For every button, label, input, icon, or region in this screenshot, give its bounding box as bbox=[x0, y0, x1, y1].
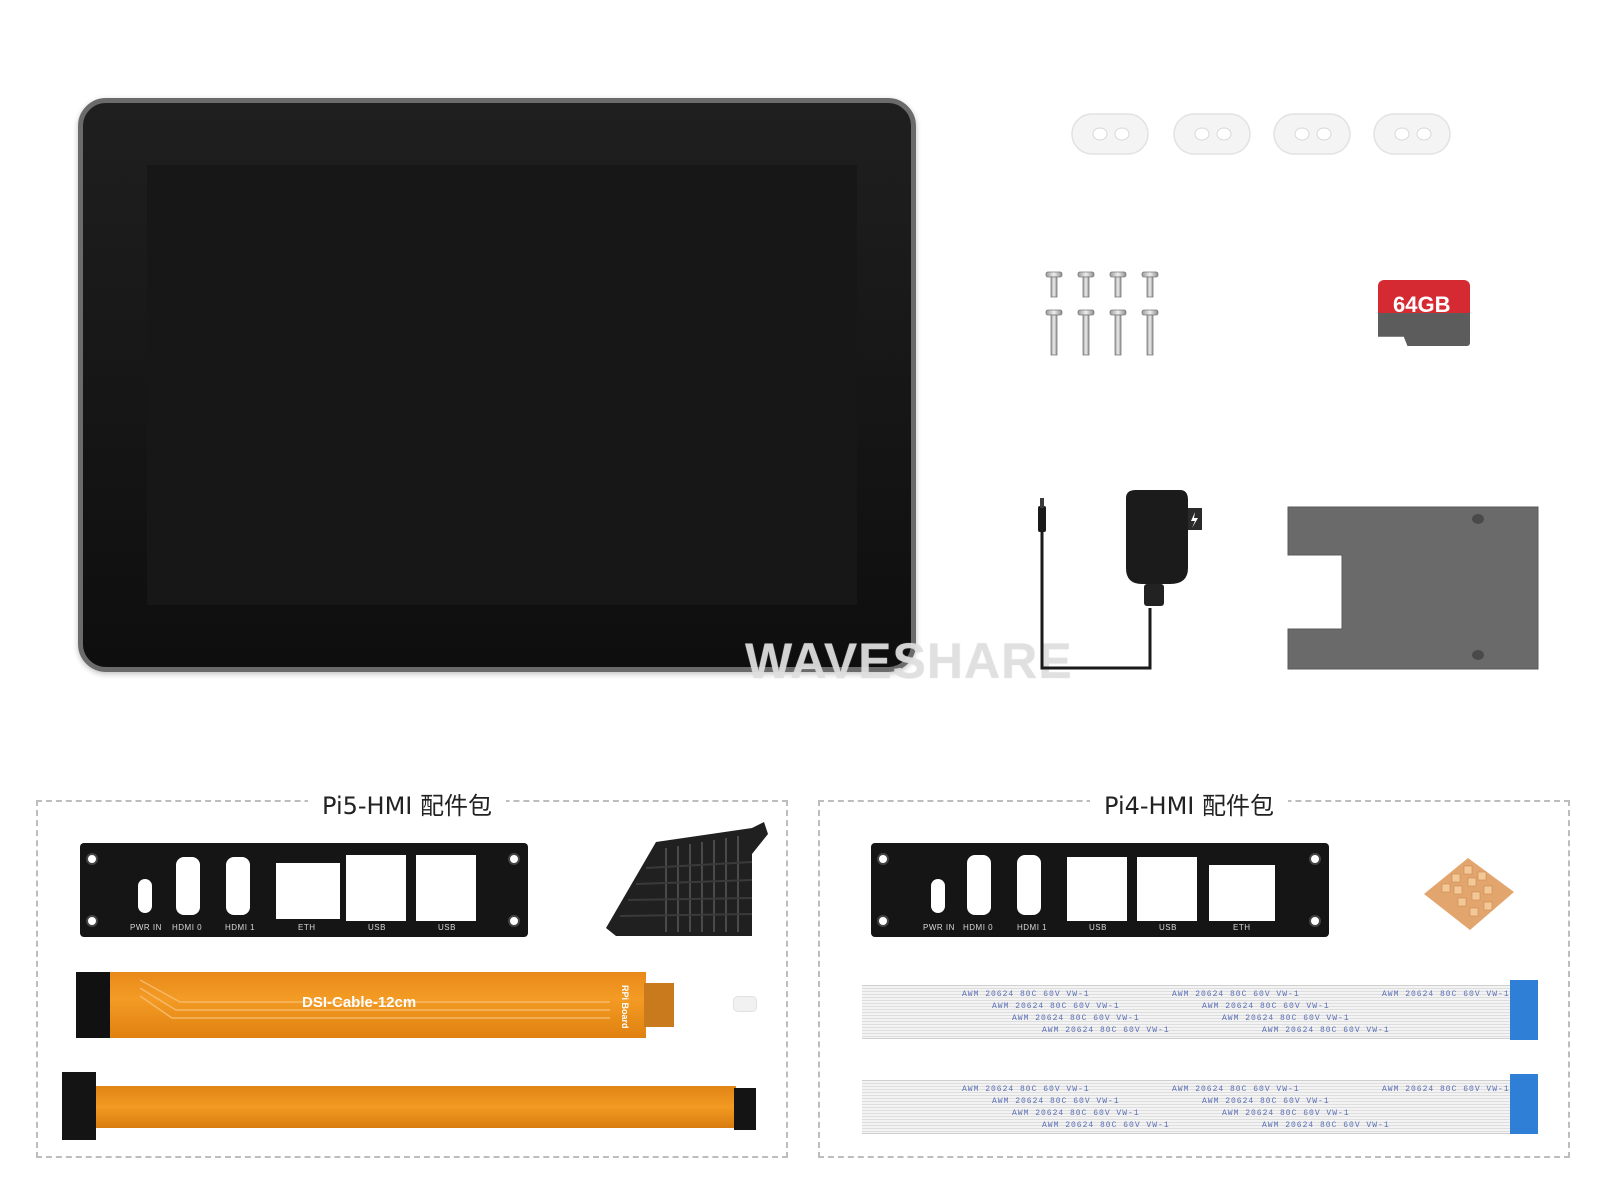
eth-port bbox=[1209, 865, 1275, 921]
port-label: HDMI 0 bbox=[172, 923, 203, 932]
port-label: PWR IN bbox=[130, 923, 162, 932]
ffc-ribbon-1: AWM 20624 80C 60V VW-1 AWM 20624 80C 60V… bbox=[862, 985, 1534, 1039]
ribbon-print: AWM 20624 80C 60V VW-1 bbox=[992, 1002, 1120, 1011]
thermal-pad bbox=[733, 996, 757, 1012]
ffc-ribbon-2-stiffener bbox=[1510, 1074, 1538, 1134]
dsi-cable-label: DSI-Cable-12cm bbox=[302, 994, 417, 1011]
usb-port-a bbox=[346, 855, 406, 921]
port-label: USB bbox=[438, 923, 456, 932]
copper-heatsink bbox=[1424, 858, 1514, 930]
pi5-kit-title: Pi5-HMI 配件包 bbox=[308, 786, 507, 821]
port-label: ETH bbox=[1233, 923, 1251, 932]
pwr-in-port bbox=[931, 879, 945, 913]
back-cover-plate bbox=[1287, 506, 1539, 670]
port-label: ETH bbox=[298, 923, 316, 932]
ribbon-print: AWM 20624 80C 60V VW-1 bbox=[1042, 1026, 1170, 1035]
hdmi0-port bbox=[967, 855, 991, 915]
ribbon-print: AWM 20624 80C 60V VW-1 bbox=[1262, 1121, 1390, 1130]
usb-port-a bbox=[1067, 857, 1127, 921]
rpi-board-label: RPi Board bbox=[620, 985, 630, 1029]
port-label: HDMI 0 bbox=[963, 923, 994, 932]
ribbon-print: AWM 20624 80C 60V VW-1 bbox=[1382, 990, 1510, 999]
ribbon-print: AWM 20624 80C 60V VW-1 bbox=[1172, 1085, 1300, 1094]
fpc-cable bbox=[96, 1086, 736, 1128]
touch-display bbox=[78, 98, 916, 672]
silicone-washers bbox=[1071, 113, 1451, 155]
ribbon-print: AWM 20624 80C 60V VW-1 bbox=[1202, 1002, 1330, 1011]
fpc-cable-connector-left bbox=[62, 1072, 96, 1140]
pi4-kit-title: Pi4-HMI 配件包 bbox=[1090, 786, 1289, 821]
ribbon-print: AWM 20624 80C 60V VW-1 bbox=[962, 990, 1090, 999]
sd-card-capacity: 64GB bbox=[1393, 292, 1451, 317]
dsi-cable-connector-left bbox=[76, 972, 110, 1038]
port-label: USB bbox=[1089, 923, 1107, 932]
port-label: HDMI 1 bbox=[225, 923, 256, 932]
hdmi1-port bbox=[1017, 855, 1041, 915]
dsi-cable-12cm bbox=[110, 972, 646, 1038]
usb-port-b bbox=[1137, 857, 1197, 921]
washer-1 bbox=[1071, 113, 1149, 155]
dsi-cable-connector-right bbox=[644, 983, 674, 1027]
hdmi1-port bbox=[226, 857, 250, 915]
active-cooler-heatsink bbox=[606, 822, 768, 936]
ribbon-print: AWM 20624 80C 60V VW-1 bbox=[1262, 1026, 1390, 1035]
power-adapter bbox=[1038, 490, 1202, 670]
pi4-bracket-plate: PWR IN HDMI 0 HDMI 1 USB USB ETH bbox=[871, 843, 1329, 937]
watermark: WAVESHARE bbox=[745, 633, 1073, 689]
port-label: USB bbox=[1159, 923, 1177, 932]
screws bbox=[1045, 271, 1159, 356]
ribbon-print: AWM 20624 80C 60V VW-1 bbox=[1012, 1014, 1140, 1023]
usb-port-b bbox=[416, 855, 476, 921]
ribbon-print: AWM 20624 80C 60V VW-1 bbox=[1222, 1014, 1350, 1023]
dsi-traces bbox=[139, 979, 610, 1019]
port-label: HDMI 1 bbox=[1017, 923, 1048, 932]
lightning-icon bbox=[1191, 512, 1198, 528]
ffc-ribbon-1-stiffener bbox=[1510, 980, 1538, 1040]
ribbon-print: AWM 20624 80C 60V VW-1 bbox=[962, 1085, 1090, 1094]
port-label: PWR IN bbox=[923, 923, 955, 932]
micro-sd-card bbox=[1378, 280, 1470, 346]
ribbon-print: AWM 20624 80C 60V VW-1 bbox=[1202, 1097, 1330, 1106]
ribbon-print: AWM 20624 80C 60V VW-1 bbox=[1172, 990, 1300, 999]
ribbon-print: AWM 20624 80C 60V VW-1 bbox=[1042, 1121, 1170, 1130]
ffc-ribbon-2: AWM 20624 80C 60V VW-1 AWM 20624 80C 60V… bbox=[862, 1080, 1534, 1134]
pwr-in-port bbox=[138, 879, 152, 913]
washer-3 bbox=[1273, 113, 1351, 155]
eth-port bbox=[276, 863, 340, 919]
washer-4 bbox=[1373, 113, 1451, 155]
ribbon-print: AWM 20624 80C 60V VW-1 bbox=[1222, 1109, 1350, 1118]
ribbon-print: AWM 20624 80C 60V VW-1 bbox=[1012, 1109, 1140, 1118]
pi5-bracket-plate: PWR IN HDMI 0 HDMI 1 ETH USB USB bbox=[80, 843, 528, 937]
ribbon-print: AWM 20624 80C 60V VW-1 bbox=[1382, 1085, 1510, 1094]
fpc-cable-connector-right bbox=[734, 1088, 756, 1130]
ribbon-print: AWM 20624 80C 60V VW-1 bbox=[992, 1097, 1120, 1106]
display-screen bbox=[147, 165, 857, 605]
port-label: USB bbox=[368, 923, 386, 932]
washer-2 bbox=[1173, 113, 1251, 155]
hdmi0-port bbox=[176, 857, 200, 915]
